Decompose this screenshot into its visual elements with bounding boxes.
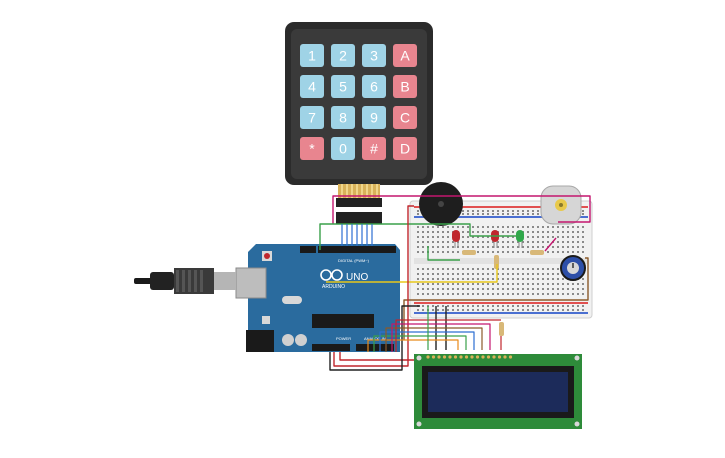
keypad-key-label: C bbox=[400, 110, 410, 126]
wire-brown bbox=[403, 257, 589, 340]
keypad-key-label: 0 bbox=[339, 141, 347, 157]
keypad-key[interactable] bbox=[300, 106, 324, 129]
keypad-key-label: 7 bbox=[308, 110, 316, 126]
resistor-2[interactable] bbox=[494, 255, 499, 269]
usb-jack bbox=[235, 267, 267, 299]
keypad-key[interactable] bbox=[362, 106, 386, 129]
wire-red-lcd bbox=[395, 319, 501, 352]
arduino-model-label: UNO bbox=[346, 272, 368, 283]
resistor-icon bbox=[462, 250, 476, 255]
wire-green bbox=[319, 223, 520, 250]
resistor-icon bbox=[499, 322, 504, 336]
keypad-key[interactable] bbox=[393, 75, 417, 98]
power-label: POWER bbox=[336, 336, 351, 341]
keypad-key-label: 1 bbox=[308, 48, 316, 64]
usb-plug-boot bbox=[150, 272, 174, 290]
power-rail-negative bbox=[414, 216, 588, 218]
lcd-pin-header bbox=[426, 355, 513, 359]
wire-magenta bbox=[332, 195, 591, 224]
keypad-key-label: 9 bbox=[370, 110, 378, 126]
dc-power-jack bbox=[246, 330, 274, 352]
keypad-key-label: # bbox=[370, 141, 378, 157]
crystal bbox=[282, 296, 302, 304]
smd-component bbox=[262, 316, 270, 324]
keypad-key-label: 6 bbox=[370, 79, 378, 95]
keypad-key[interactable] bbox=[362, 44, 386, 67]
arduino-logo-icon bbox=[320, 269, 332, 281]
keypad-key[interactable] bbox=[362, 137, 386, 160]
power-rail-positive-bottom bbox=[414, 302, 588, 304]
keypad-key[interactable] bbox=[331, 75, 355, 98]
digital-header bbox=[318, 246, 396, 253]
keypad-key-label: 2 bbox=[339, 48, 347, 64]
power-header bbox=[312, 344, 350, 351]
led-red-icon bbox=[452, 230, 460, 242]
usb-cable[interactable] bbox=[134, 268, 236, 294]
keypad-key[interactable] bbox=[331, 137, 355, 160]
keypad-key[interactable] bbox=[362, 75, 386, 98]
wires bbox=[319, 195, 591, 371]
wire-yellow bbox=[326, 264, 498, 283]
keypad-key[interactable] bbox=[393, 44, 417, 67]
keypad-key[interactable] bbox=[393, 137, 417, 160]
wire-magenta-motor bbox=[544, 237, 557, 252]
keypad-ribbon-cable bbox=[336, 184, 382, 224]
keypad-key-label: 5 bbox=[339, 79, 347, 95]
wire-green-lcd bbox=[373, 335, 467, 352]
keypad-key[interactable] bbox=[300, 137, 324, 160]
keypad-key-label: 3 bbox=[370, 48, 378, 64]
keypad-key[interactable] bbox=[393, 106, 417, 129]
wire-red-2 bbox=[339, 352, 414, 361]
wire-magenta-lcd bbox=[391, 323, 491, 352]
resistor-icon bbox=[494, 255, 499, 269]
keypad-connector bbox=[336, 212, 382, 224]
power-rail-negative-bottom bbox=[414, 312, 588, 314]
keypad-key-label: D bbox=[400, 141, 410, 157]
keypad-key-label: * bbox=[309, 141, 315, 157]
arduino-brand-label: ARDUINO bbox=[322, 284, 345, 290]
buzzer[interactable] bbox=[419, 182, 463, 226]
analog-header bbox=[356, 344, 394, 351]
analog-label: ANALOG IN bbox=[364, 336, 386, 341]
arduino-uno[interactable]: UNO ARDUINO DIGITAL (PWM~) POWER ANALOG … bbox=[235, 244, 400, 352]
keypad-key[interactable] bbox=[331, 44, 355, 67]
lcd-screen bbox=[428, 372, 568, 412]
led-red-1[interactable] bbox=[452, 230, 460, 248]
keypad[interactable]: 1 2 3 A 4 5 6 B 7 8 9 C * 0 # D bbox=[285, 22, 433, 224]
potentiometer[interactable] bbox=[560, 255, 586, 281]
power-rail-positive bbox=[414, 206, 588, 208]
usb-cable-wire bbox=[134, 278, 152, 284]
wire-blue-lcd bbox=[379, 331, 475, 352]
resistor-3[interactable] bbox=[530, 250, 544, 255]
resistor-icon bbox=[530, 250, 544, 255]
wire-black-ground bbox=[329, 305, 420, 371]
wire-brown-lcd bbox=[385, 327, 483, 352]
wire-green-2 bbox=[427, 246, 460, 261]
wire-red-power bbox=[333, 205, 414, 367]
dc-motor[interactable] bbox=[540, 185, 582, 225]
keypad-key-label: B bbox=[400, 79, 409, 95]
capacitor-2 bbox=[295, 334, 307, 346]
usb-plug-metal bbox=[214, 272, 236, 290]
resistor-lcd[interactable] bbox=[499, 322, 504, 336]
arduino-logo-icon-right bbox=[331, 269, 343, 281]
atmega-chip bbox=[312, 314, 374, 328]
wire-orange bbox=[367, 339, 459, 352]
keypad-key[interactable] bbox=[300, 75, 324, 98]
keypad-key[interactable] bbox=[300, 44, 324, 67]
keypad-key-label: 4 bbox=[308, 79, 316, 95]
keypad-key-label: 8 bbox=[339, 110, 347, 126]
keypad-key[interactable] bbox=[331, 106, 355, 129]
digital-label: DIGITAL (PWM~) bbox=[338, 258, 370, 263]
aref-header bbox=[300, 246, 316, 253]
keypad-keys: 1 2 3 A 4 5 6 B 7 8 9 C * 0 # D bbox=[300, 44, 417, 160]
capacitor-1 bbox=[282, 334, 294, 346]
breadboard-center-channel bbox=[414, 258, 588, 264]
resistor-1[interactable] bbox=[462, 250, 476, 255]
keypad-key-label: A bbox=[400, 48, 410, 64]
lcd-16x2[interactable] bbox=[414, 354, 582, 429]
reset-button-cap bbox=[264, 253, 270, 259]
